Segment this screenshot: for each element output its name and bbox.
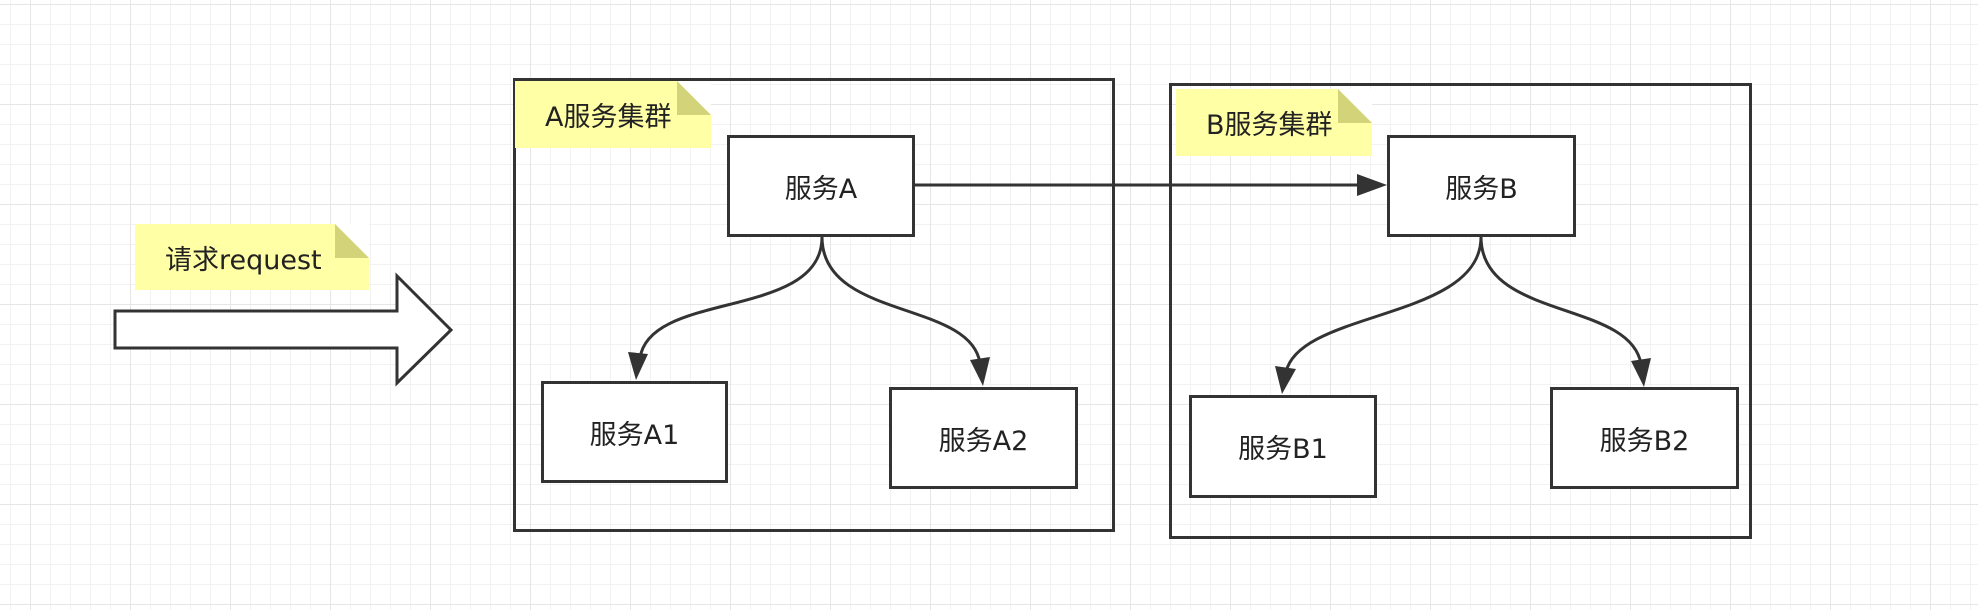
request-note-label: 请求request (165, 244, 322, 276)
service-a2-label: 服务A2 (938, 425, 1029, 457)
service-a2-box[interactable]: 服务A2 (889, 387, 1078, 489)
service-a1-box[interactable]: 服务A1 (541, 381, 728, 483)
service-b2-box[interactable]: 服务B2 (1550, 387, 1739, 489)
request-block-arrow[interactable] (113, 272, 454, 387)
cluster-a-note[interactable]: A服务集群 (515, 81, 711, 148)
service-b1-box[interactable]: 服务B1 (1189, 395, 1377, 498)
service-b1-label: 服务B1 (1238, 434, 1328, 465)
service-a1-label: 服务A1 (589, 419, 680, 451)
service-a-box[interactable]: 服务A (727, 135, 915, 237)
cluster-a-note-label: A服务集群 (545, 102, 672, 133)
cluster-b-note-label: B服务集群 (1206, 110, 1333, 141)
cluster-b-container[interactable] (1169, 83, 1752, 539)
service-b-label: 服务B (1445, 173, 1518, 205)
service-a-label: 服务A (784, 173, 858, 205)
service-b-box[interactable]: 服务B (1387, 135, 1576, 237)
cluster-b-note[interactable]: B服务集群 (1176, 89, 1372, 156)
request-note[interactable]: 请求request (135, 224, 369, 290)
cluster-a-container[interactable] (513, 78, 1115, 532)
service-b2-label: 服务B2 (1599, 425, 1690, 457)
